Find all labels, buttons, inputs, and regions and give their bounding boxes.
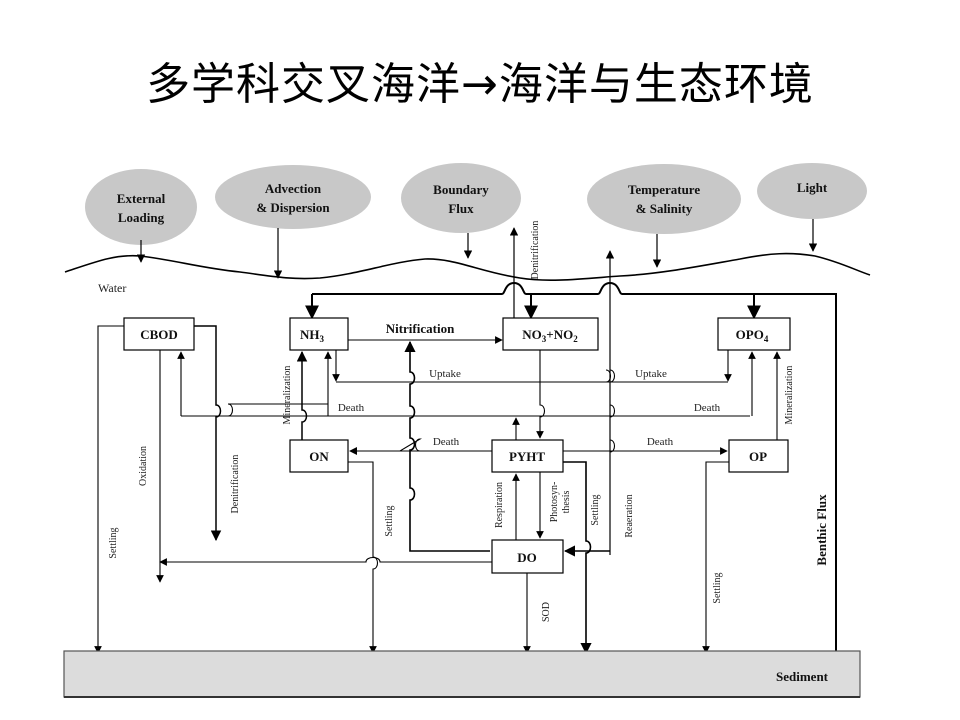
uptake-label-right: Uptake bbox=[635, 368, 667, 380]
driver-advection-dispersion: Advection & Dispersion bbox=[215, 165, 371, 229]
svg-text:External: External bbox=[117, 191, 166, 206]
svg-text:OP: OP bbox=[749, 449, 767, 464]
svg-text:NH3: NH3 bbox=[300, 327, 325, 344]
box-opo4: OPO4 bbox=[717, 317, 791, 351]
svg-text:Advection: Advection bbox=[265, 181, 322, 196]
death-label-3: Death bbox=[433, 436, 460, 448]
mineralization-label-left: Mineralization bbox=[282, 366, 293, 425]
mineralization-label-right: Mineralization bbox=[784, 366, 795, 425]
death-label-4: Death bbox=[647, 436, 674, 448]
box-on: ON bbox=[289, 439, 349, 473]
water-surface-line bbox=[64, 252, 871, 281]
sediment-label: Sediment bbox=[776, 669, 829, 684]
settling-label-op: Settling bbox=[712, 572, 723, 603]
driver-external-loading: External Loading bbox=[85, 169, 197, 245]
settling-label-cbod: Settling bbox=[108, 527, 119, 558]
slide-title: 多学科交叉海洋→海洋与生态环境 bbox=[146, 59, 814, 110]
svg-text:PYHT: PYHT bbox=[509, 449, 545, 464]
box-no3-no2: NO3+NO2 bbox=[502, 317, 599, 351]
benthic-flux-label: Benthic Flux bbox=[814, 494, 829, 566]
respiration-label: Respiration bbox=[494, 482, 505, 528]
driver-arrows bbox=[136, 219, 818, 279]
svg-text:DO: DO bbox=[517, 550, 537, 565]
box-pyht: PYHT bbox=[491, 439, 564, 473]
sediment-layer: Sediment bbox=[63, 650, 861, 698]
nitrification-label: Nitrification bbox=[386, 321, 455, 336]
death-label-2: Death bbox=[694, 402, 721, 414]
driver-light: Light bbox=[757, 163, 867, 219]
benthic-flux-loop bbox=[305, 281, 837, 655]
water-label: Water bbox=[98, 281, 126, 295]
box-op: OP bbox=[728, 439, 789, 473]
svg-text:NO3+NO2: NO3+NO2 bbox=[522, 327, 578, 344]
svg-text:Light: Light bbox=[797, 180, 828, 195]
box-do: DO bbox=[491, 539, 564, 574]
sod-label: SOD bbox=[541, 602, 552, 622]
svg-text:& Dispersion: & Dispersion bbox=[256, 200, 330, 215]
box-nh3: NH3 bbox=[289, 317, 349, 351]
death-label-1: Death bbox=[338, 402, 365, 414]
svg-text:CBOD: CBOD bbox=[140, 327, 178, 342]
process-lines bbox=[94, 325, 781, 655]
box-cbod: CBOD bbox=[123, 317, 195, 351]
denitrification-label-top: Denitrification bbox=[530, 221, 541, 280]
photosynthesis-label-2: thesis bbox=[561, 491, 572, 514]
svg-text:Loading: Loading bbox=[118, 210, 165, 225]
svg-text:& Salinity: & Salinity bbox=[636, 201, 693, 216]
driver-temperature-salinity: Temperature & Salinity bbox=[587, 164, 741, 234]
photosynthesis-label-1: Photosyn- bbox=[549, 482, 560, 523]
svg-text:ON: ON bbox=[309, 449, 329, 464]
settling-label-pyht: Settling bbox=[590, 494, 601, 525]
settling-label-on: Settling bbox=[384, 505, 395, 536]
driver-boundary-flux: Boundary Flux bbox=[401, 163, 521, 233]
svg-text:Boundary: Boundary bbox=[433, 182, 489, 197]
oxidation-label: Oxidation bbox=[138, 446, 149, 486]
svg-text:Flux: Flux bbox=[448, 201, 474, 216]
reaeration-label: Reaeration bbox=[624, 494, 635, 537]
uptake-label-left: Uptake bbox=[429, 368, 461, 380]
svg-text:Temperature: Temperature bbox=[628, 182, 700, 197]
denitrification-label-cbod: Denitrification bbox=[230, 455, 241, 514]
svg-text:OPO4: OPO4 bbox=[736, 327, 769, 344]
